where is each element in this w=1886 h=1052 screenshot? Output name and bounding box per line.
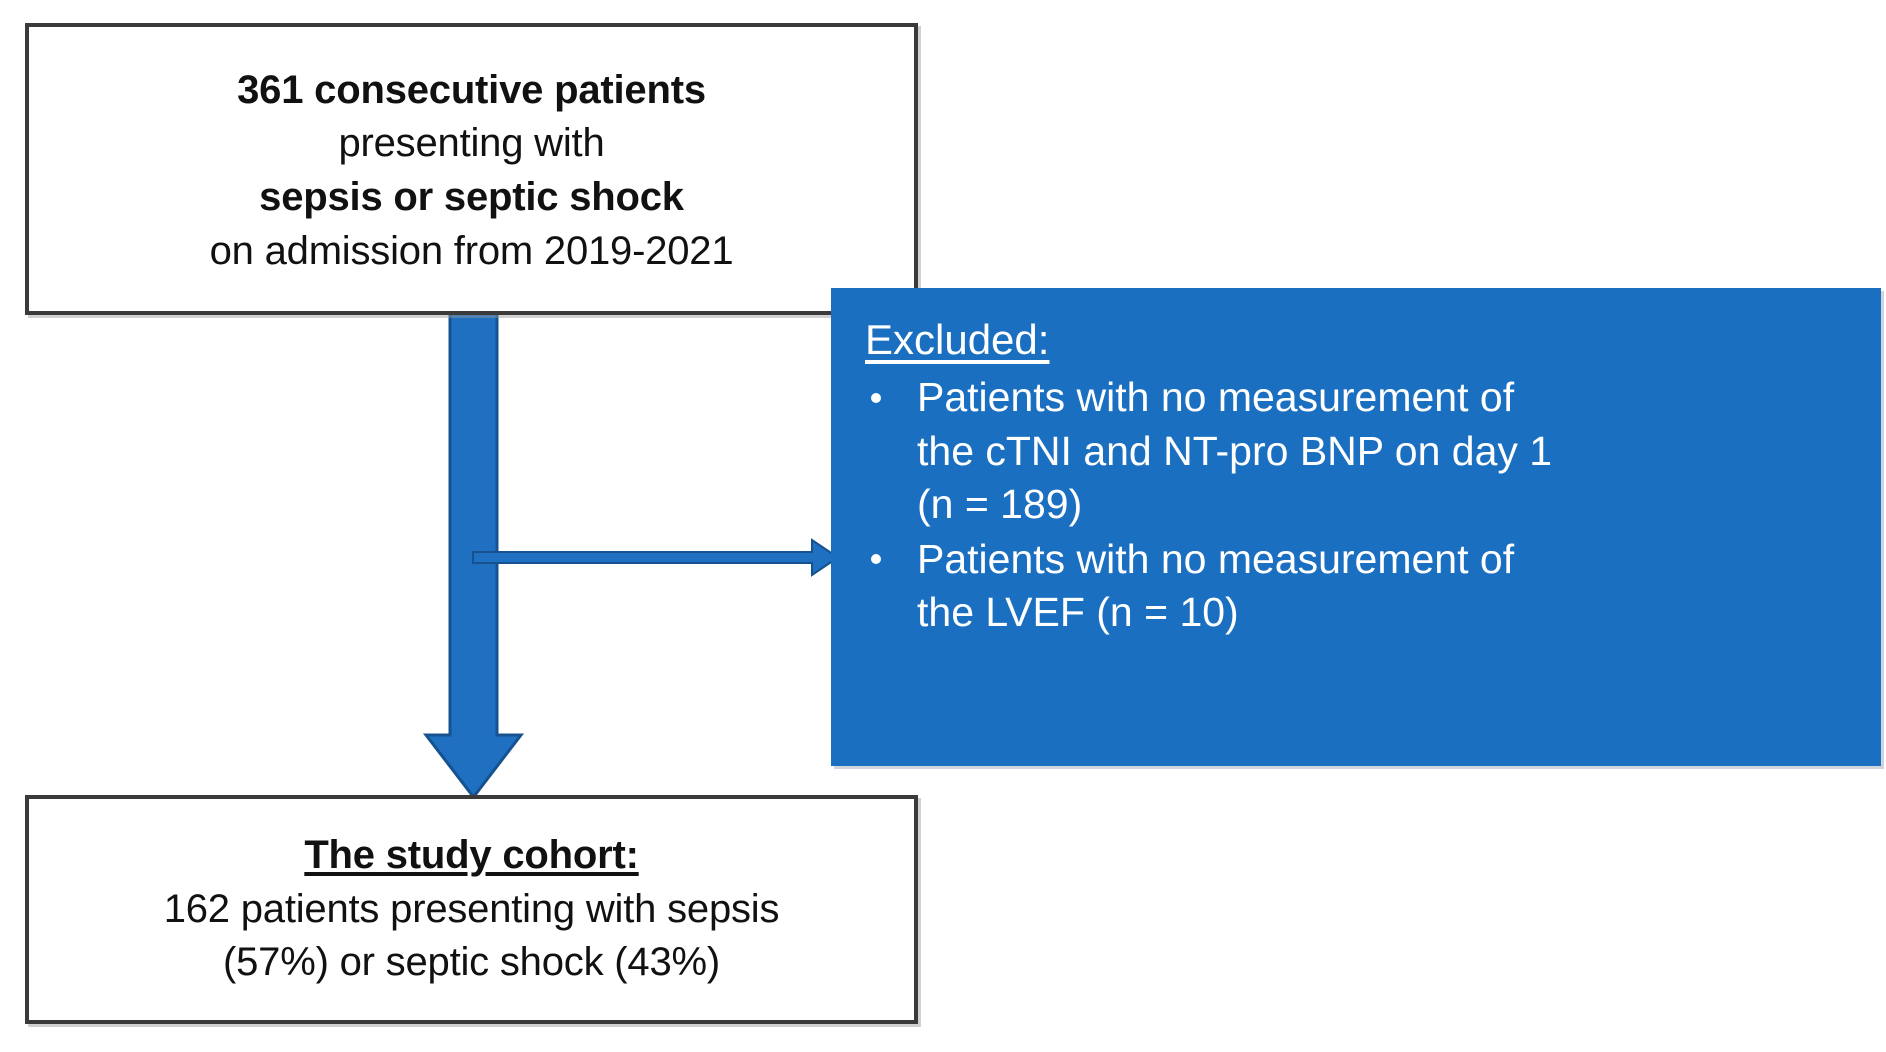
study-cohort-box: The study cohort: 162 patients presentin…: [25, 795, 918, 1024]
top-box-line-1: 361 consecutive patients: [237, 67, 706, 112]
excluded-bullet-1-line-2: the cTNI and NT-pro BNP on day 1: [917, 427, 1553, 474]
cohort-box-line-2: 162 patients presenting with sepsis: [163, 886, 780, 931]
list-item: Patients with no measurement of the LVEF…: [865, 533, 1855, 640]
top-box-line-2: presenting with: [338, 121, 605, 166]
bullet-dot-icon: [871, 392, 881, 403]
bullet-dot-icon: [871, 554, 881, 565]
top-cohort-box: 361 consecutive patients presenting with…: [25, 23, 918, 315]
excluded-bullet-1-line-3: (n = 189): [917, 480, 1083, 527]
cohort-box-line-3: (57%) or septic shock (43%): [222, 940, 720, 985]
top-box-line-3: sepsis or septic shock: [259, 175, 684, 219]
excluded-box: Excluded: Patients with no measurement o…: [831, 288, 1881, 766]
excluded-bullet-list: Patients with no measurement of the cTNI…: [865, 371, 1855, 639]
list-item: Patients with no measurement of the cTNI…: [865, 371, 1855, 531]
main-flow-arrow: [422, 305, 525, 800]
excluded-bullet-2-line-1: Patients with no measurement of: [917, 536, 1515, 583]
top-box-line-4: on admission from 2019-2021: [209, 228, 734, 273]
excluded-bullet-2-line-2: the LVEF (n = 10): [917, 589, 1239, 636]
exclusion-arrow: [472, 538, 840, 577]
excluded-bullet-1-line-1: Patients with no measurement of: [917, 374, 1515, 421]
cohort-box-line-1: The study cohort:: [304, 833, 639, 878]
excluded-title: Excluded:: [865, 316, 1050, 363]
